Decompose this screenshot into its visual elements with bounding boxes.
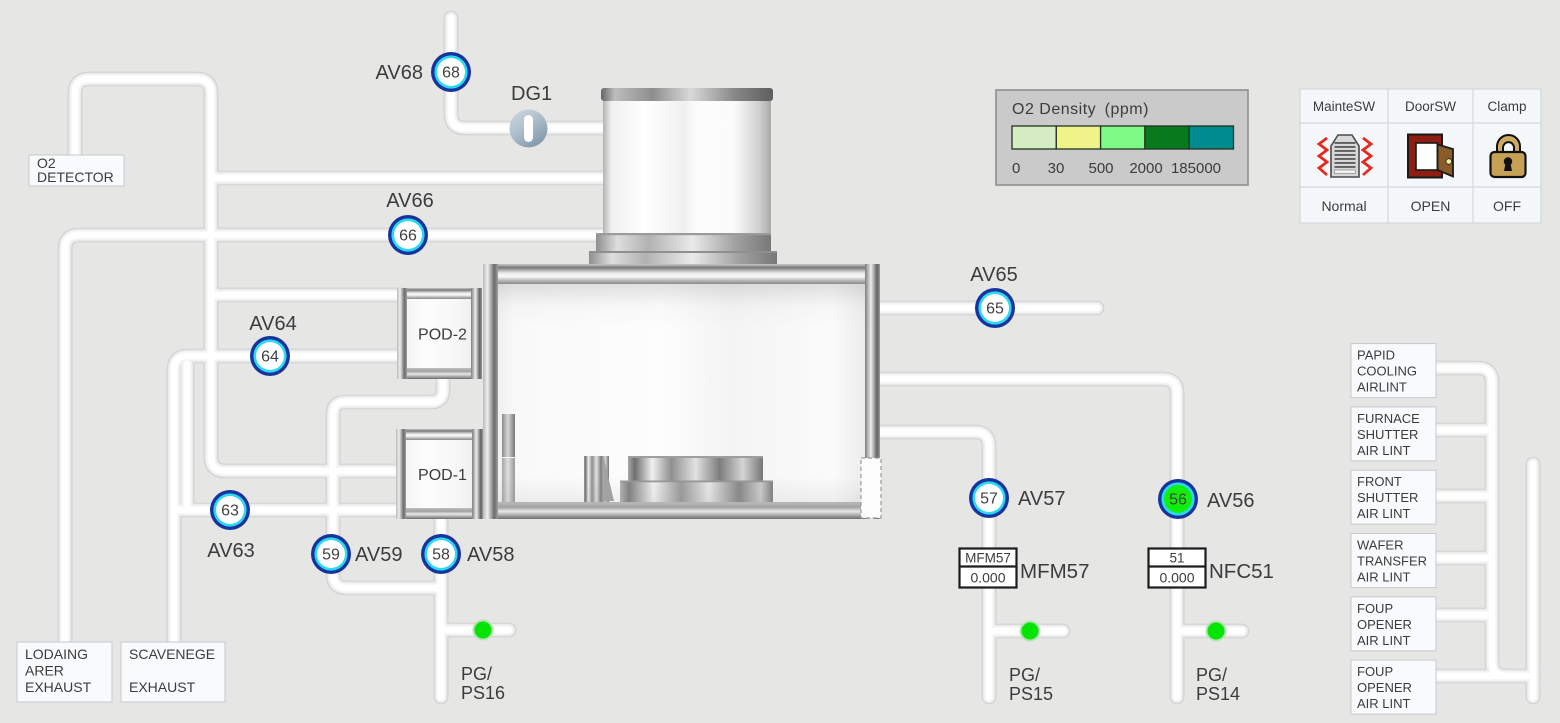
svg-text:OPENER: OPENER <box>1357 617 1412 632</box>
svg-text:68: 68 <box>442 65 460 82</box>
svg-text:66: 66 <box>399 228 417 245</box>
svg-text:OPEN: OPEN <box>1411 198 1451 214</box>
svg-text:57: 57 <box>980 491 998 508</box>
svg-text:MainteSW: MainteSW <box>1313 99 1376 114</box>
svg-text:56: 56 <box>1169 492 1187 509</box>
svg-text:O2 Density (ppm): O2 Density (ppm) <box>1012 101 1149 118</box>
svg-text:AV63: AV63 <box>207 540 254 562</box>
svg-text:FURNACE: FURNACE <box>1357 411 1420 426</box>
svg-text:MFM57: MFM57 <box>1020 560 1089 583</box>
svg-text:POD-1: POD-1 <box>418 467 467 484</box>
svg-text:PS15: PS15 <box>1009 684 1053 704</box>
svg-text:NFC51: NFC51 <box>1209 560 1274 583</box>
svg-text:O2: O2 <box>37 155 56 171</box>
svg-text:SHUTTER: SHUTTER <box>1357 490 1418 505</box>
svg-text:AV65: AV65 <box>970 264 1017 286</box>
svg-text:SCAVENEGE: SCAVENEGE <box>129 646 215 662</box>
svg-text:500: 500 <box>1088 160 1113 177</box>
svg-text:AIR LINT: AIR LINT <box>1357 506 1411 521</box>
svg-text:DG1: DG1 <box>511 83 552 105</box>
svg-text:AV66: AV66 <box>386 190 433 212</box>
svg-text:0.000: 0.000 <box>970 570 1005 586</box>
svg-text:AIR LINT: AIR LINT <box>1357 633 1411 648</box>
svg-text:AIR LINT: AIR LINT <box>1357 443 1411 458</box>
svg-text:0.000: 0.000 <box>1159 570 1194 586</box>
svg-text:SHUTTER: SHUTTER <box>1357 427 1418 442</box>
svg-text:Clamp: Clamp <box>1487 99 1526 114</box>
svg-text:ARER: ARER <box>25 663 64 679</box>
svg-text:WAFER: WAFER <box>1357 538 1403 553</box>
svg-text:COOLING: COOLING <box>1357 364 1417 379</box>
svg-text:TRANSFER: TRANSFER <box>1357 554 1427 569</box>
svg-text:PAPID: PAPID <box>1357 348 1395 363</box>
svg-text:EXHAUST: EXHAUST <box>129 679 196 695</box>
svg-text:AV56: AV56 <box>1207 490 1254 512</box>
svg-text:65: 65 <box>986 301 1004 318</box>
svg-text:PS14: PS14 <box>1196 684 1240 704</box>
svg-text:LODAING: LODAING <box>25 646 88 662</box>
svg-text:0: 0 <box>1012 160 1020 177</box>
svg-text:AV64: AV64 <box>249 313 296 335</box>
svg-text:AIR LINT: AIR LINT <box>1357 696 1411 711</box>
svg-text:PG/: PG/ <box>1009 665 1040 685</box>
svg-text:63: 63 <box>221 503 239 520</box>
svg-text:185000: 185000 <box>1171 160 1221 177</box>
svg-text:2000: 2000 <box>1129 160 1162 177</box>
svg-text:OPENER: OPENER <box>1357 680 1412 695</box>
svg-text:AV68: AV68 <box>376 62 423 84</box>
svg-text:PG/: PG/ <box>1196 665 1227 685</box>
svg-text:FOUP: FOUP <box>1357 601 1393 616</box>
svg-text:Normal: Normal <box>1321 198 1366 214</box>
svg-text:51: 51 <box>1169 551 1184 566</box>
svg-text:DoorSW: DoorSW <box>1405 99 1456 114</box>
svg-text:MFM57: MFM57 <box>965 551 1011 566</box>
svg-text:AV57: AV57 <box>1018 488 1065 510</box>
svg-text:PG/: PG/ <box>461 664 492 684</box>
svg-text:PS16: PS16 <box>461 683 505 703</box>
svg-text:OFF: OFF <box>1493 198 1521 214</box>
svg-text:30: 30 <box>1048 160 1065 177</box>
svg-text:DETECTOR: DETECTOR <box>37 169 114 185</box>
svg-text:POD-2: POD-2 <box>418 327 467 344</box>
svg-text:FOUP: FOUP <box>1357 664 1393 679</box>
svg-text:64: 64 <box>261 349 279 366</box>
svg-text:58: 58 <box>432 547 450 564</box>
svg-text:AV58: AV58 <box>467 544 514 566</box>
svg-text:EXHAUST: EXHAUST <box>25 679 92 695</box>
svg-text:59: 59 <box>322 547 340 564</box>
svg-text:AV59: AV59 <box>355 544 402 566</box>
svg-text:AIR LINT: AIR LINT <box>1357 570 1411 585</box>
svg-text:AIRLINT: AIRLINT <box>1357 380 1407 395</box>
svg-text:FRONT: FRONT <box>1357 474 1402 489</box>
